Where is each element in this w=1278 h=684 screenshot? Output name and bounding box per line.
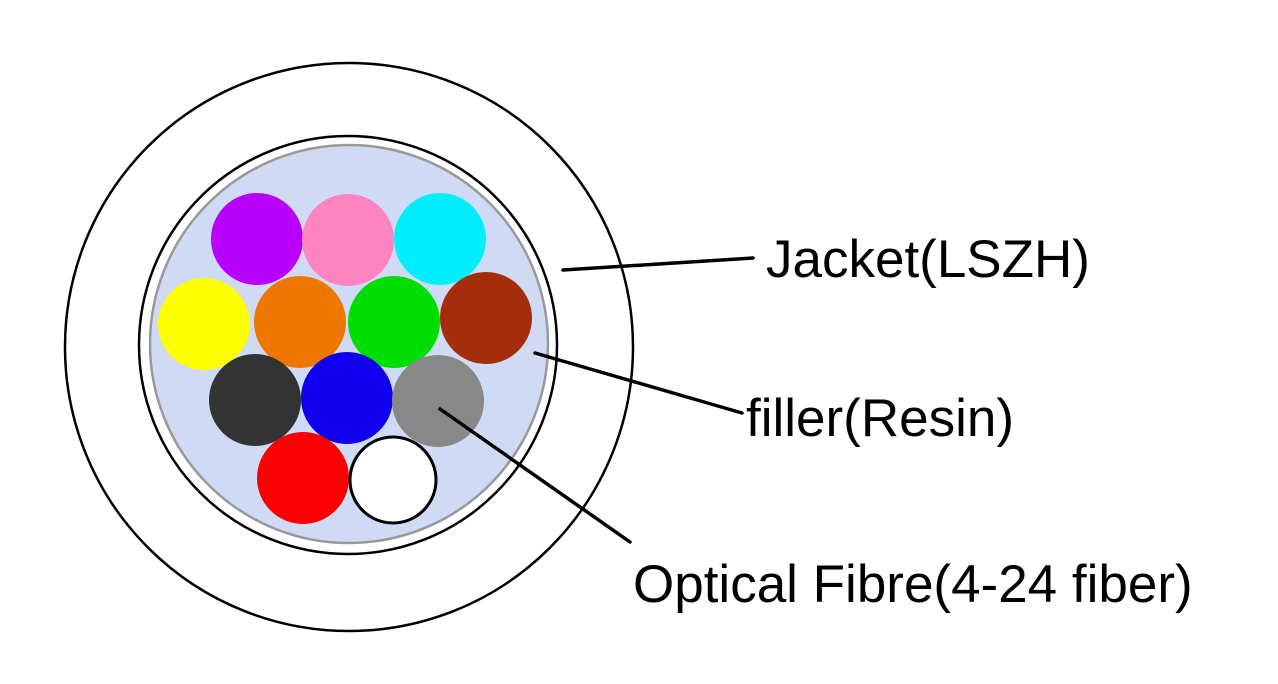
leader-line-jacket <box>561 256 755 272</box>
filler-label: filler(Resin) <box>746 389 1014 448</box>
jacket-inner-edge-circle <box>137 134 559 556</box>
fiber-circle-black <box>209 354 301 446</box>
fiber-circle-cyan <box>394 193 486 285</box>
fiber-circle-green <box>348 276 440 368</box>
fiber-circle-purple <box>211 193 303 285</box>
jacket-label: Jacket(LSZH) <box>766 230 1090 289</box>
fiber-circle-gray <box>392 355 484 447</box>
optical-fiber-label: Optical Fibre(4-24 fiber) <box>633 555 1193 614</box>
fiber-circle-brown <box>440 272 532 364</box>
leader-line-optical-fiber <box>438 407 632 544</box>
fiber-circle-pink <box>302 194 394 286</box>
fiber-circle-white <box>348 435 438 525</box>
fiber-circle-red <box>257 432 349 524</box>
fiber-circle-orange <box>254 276 346 368</box>
fiber-circle-yellow <box>158 278 250 370</box>
fiber-circle-blue <box>301 352 393 444</box>
leader-line-filler <box>533 351 744 415</box>
